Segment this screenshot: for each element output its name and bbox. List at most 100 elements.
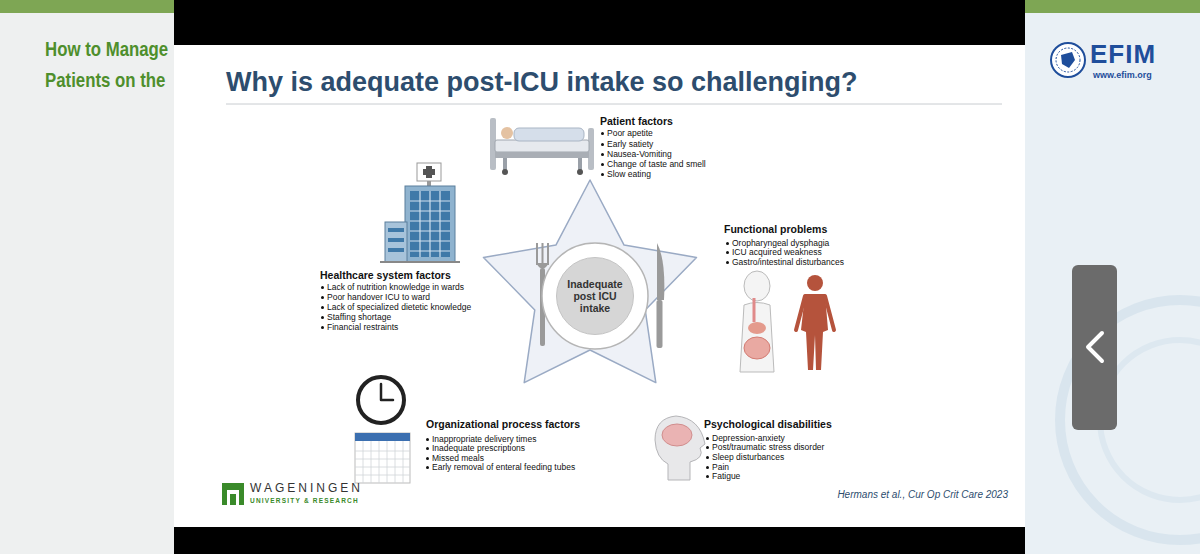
- background: [1025, 0, 1200, 13]
- bed-illustration: [501, 127, 513, 139]
- anatomy-illustration: [744, 337, 770, 359]
- star-shape: [484, 180, 697, 383]
- bullet-item: Post/traumatic stress disorder: [712, 442, 824, 452]
- bed-illustration: [578, 158, 582, 170]
- bullet-item: Change of taste and smell: [607, 159, 706, 169]
- anatomy-illustration: [744, 271, 770, 301]
- head-illustration: [655, 416, 705, 480]
- fork-icon: [547, 243, 549, 265]
- bed-illustration: [502, 169, 508, 175]
- clock-illustration: [358, 377, 404, 423]
- hospital-illustration: [427, 181, 431, 186]
- wageningen-logo: [230, 494, 236, 505]
- plate-node: Inadequate post ICU intake: [540, 241, 650, 351]
- header-text: Patients on the: [45, 68, 165, 92]
- logo-url: www.efim.org: [1093, 70, 1152, 81]
- star-shape: [484, 180, 697, 383]
- fork-icon: [536, 263, 549, 269]
- wageningen-logo: [227, 490, 239, 505]
- bullet-item: Staffing shortage: [327, 312, 391, 322]
- bullet-item: Lack of nutrition knowledge in wards: [327, 282, 464, 292]
- hospital-illustration: [380, 261, 460, 263]
- bullet-item: Missed meals: [432, 453, 484, 463]
- efim-emblem: [1051, 43, 1085, 77]
- bed-illustration: [490, 118, 594, 175]
- head-illustration: [662, 424, 692, 446]
- slide-frame: [226, 104, 1002, 105]
- group-heading: Healthcare system factors: [320, 269, 451, 282]
- bed-illustration: [495, 140, 589, 152]
- bullet-item: Lack of specialized dietetic knowledge: [327, 302, 471, 312]
- calendar-illustration: [355, 433, 410, 441]
- group-heading: Patient factors: [600, 115, 673, 128]
- bullet-item: Nausea-Vomiting: [607, 149, 672, 159]
- anatomy-illustration: [753, 298, 756, 322]
- hospital-illustration: [410, 191, 450, 257]
- hospital-illustration: [410, 191, 450, 257]
- wageningen-logo: [222, 483, 244, 505]
- bullet-item: Sleep disturbances: [712, 452, 784, 462]
- fork-icon: [536, 243, 538, 265]
- anatomy-illustration: [796, 296, 834, 330]
- header-text: How to Manage: [45, 37, 168, 61]
- hospital-illustration: [388, 230, 404, 250]
- bed-illustration: [503, 158, 507, 170]
- bullet-item: Oropharyngeal dysphagia: [732, 238, 829, 248]
- nav-button: [1072, 265, 1117, 430]
- bullet-item: Depression-anxiety: [712, 433, 785, 443]
- calendar-illustration: [355, 441, 410, 483]
- knife-icon: [657, 243, 664, 300]
- bullet-item: Financial restraints: [327, 322, 398, 332]
- bullet-item: Inappropriate delivery times: [432, 434, 536, 444]
- slide-frame: [174, 0, 1025, 554]
- efim-emblem: [1061, 52, 1075, 68]
- bullet-item: Poor handover ICU to ward: [327, 292, 430, 302]
- bullet-item: Gastro/intestinal disturbances: [732, 257, 844, 267]
- anatomy-illustration: [748, 322, 766, 334]
- clock-illustration: [358, 377, 404, 423]
- calendar-illustration: [355, 433, 410, 483]
- group-heading: Functional problems: [724, 223, 827, 236]
- head-illustration: [655, 416, 705, 480]
- group-heading: Organizational process factors: [426, 418, 580, 431]
- anatomy-illustration: [801, 294, 828, 370]
- bullet-item: ICU acquired weakness: [732, 247, 822, 257]
- background: [1025, 0, 1200, 554]
- background: [0, 0, 174, 554]
- bullet-item: Early satiety: [607, 139, 653, 149]
- bullet-item: Early removal of enteral feeding tubes: [432, 462, 575, 472]
- knife-icon: [657, 243, 665, 348]
- bed-illustration: [495, 152, 589, 158]
- logo-subtext: UNIVERSITY & RESEARCH: [250, 497, 359, 505]
- nav-button: [1072, 265, 1117, 430]
- hospital-illustration: [423, 169, 435, 175]
- anatomy-illustration: [740, 271, 834, 372]
- logo-text: WAGENINGEN: [250, 482, 363, 495]
- calendar-illustration: [355, 433, 410, 483]
- clock-illustration: [381, 384, 393, 400]
- background: [0, 0, 174, 13]
- slide-frame: [174, 0, 1025, 45]
- node-text-box: Inadequate post ICU intake: [540, 241, 650, 351]
- slide-title: Why is adequate post-ICU intake so chall…: [226, 66, 858, 98]
- citation-caption: Hermans et al., Cur Op Crit Care 2023: [837, 489, 1008, 501]
- bullet-item: Inadequate prescriptions: [432, 443, 525, 453]
- wageningen-logo: [222, 483, 244, 505]
- bed-illustration: [577, 169, 583, 175]
- bed-illustration: [514, 128, 584, 141]
- slide-frame: [174, 527, 1025, 554]
- bullet-item: Fatigue: [712, 471, 740, 481]
- efim-emblem: [1056, 48, 1080, 72]
- slide-frame: [174, 45, 1025, 527]
- bullet-item: Poor apetite: [607, 128, 653, 138]
- bullet-item: Slow eating: [607, 169, 651, 179]
- logo-text: EFIM: [1090, 40, 1156, 68]
- plate-center: [557, 258, 634, 335]
- hospital-illustration: [380, 163, 460, 263]
- hospital-illustration: [405, 186, 455, 262]
- plate-rim: [542, 243, 648, 349]
- fork-icon: [542, 243, 544, 265]
- hospital-illustration: [385, 222, 407, 262]
- knife-icon: [657, 300, 663, 348]
